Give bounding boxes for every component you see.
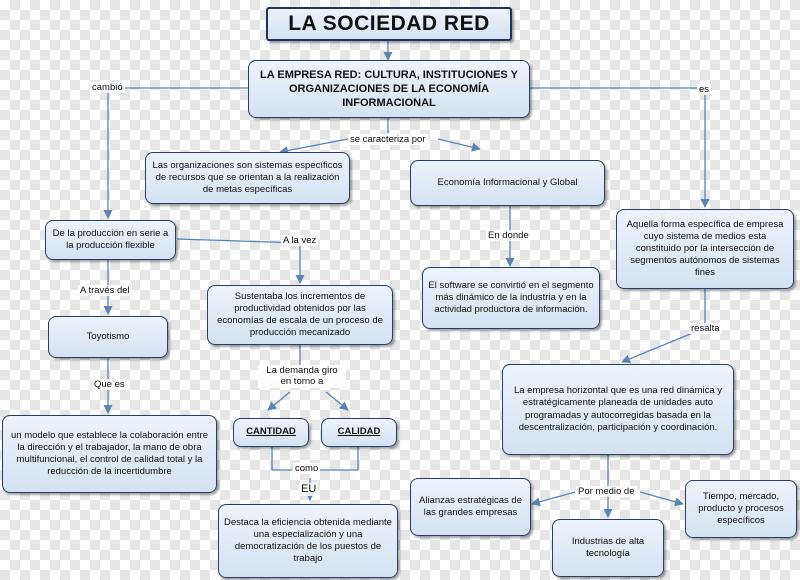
label-eu: EU — [299, 483, 319, 497]
node-industrias: Industrias de alta tecnología — [552, 519, 664, 577]
label-como: como — [293, 463, 321, 475]
label-por-medio: Por medio de — [576, 486, 637, 498]
node-organizaciones: Las organizaciones son sistemas específi… — [145, 152, 350, 204]
connector-demanda-calidad — [325, 391, 349, 411]
label-cambio: cambió — [90, 82, 125, 94]
label-que-es: Que es — [92, 379, 127, 391]
node-empresa-horizontal: La empresa horizontal que es una red din… — [502, 364, 734, 455]
label-a-la-vez: A la vez — [281, 235, 319, 247]
node-produccion-flexible: De la producción en serie a la producció… — [45, 220, 176, 260]
connector-caracteriza-left — [279, 138, 349, 155]
node-main-empresa-red: LA EMPRESA RED: CULTURA, INSTITUCIONES Y… — [248, 60, 530, 118]
node-cantidad: CANTIDAD — [233, 418, 309, 447]
node-calidad: CALIDAD — [321, 418, 397, 447]
node-toyotismo: Toyotismo — [48, 316, 168, 358]
label-se-caracteriza: se caracteriza por — [348, 134, 428, 146]
label-en-donde: En donde — [486, 230, 531, 242]
connector-como — [271, 447, 292, 471]
node-sustentaba: Sustentaba los incrementos de productivi… — [207, 285, 393, 345]
node-software: El software se convirtió en el segmento … — [422, 267, 600, 329]
label-resalta: resalta — [689, 323, 722, 335]
connector-alianzas — [531, 491, 576, 507]
connector-como-right — [310, 447, 359, 471]
label-a-traves: A través del — [78, 285, 132, 297]
node-title: LA SOCIEDAD RED — [266, 7, 512, 41]
connector-tiempo — [639, 491, 684, 507]
node-modelo-colaboracion: un modelo que establece la colaboración … — [2, 415, 217, 493]
connector-demanda-cantidad — [267, 391, 291, 411]
node-tiempo-mercado: Tiempo, mercado, producto y procesos esp… — [685, 480, 797, 538]
node-destaca-eficiencia: Destaca la eficiencia obtenida mediante … — [218, 504, 398, 578]
label-es: es — [697, 84, 712, 96]
node-alianzas: Alianzas estratégicas de las grandes emp… — [410, 478, 531, 536]
connector-caracteriza-right — [437, 138, 481, 152]
node-economia-global: Economía Informacional y Global — [410, 160, 605, 206]
node-forma-especifica: Aquella forma específica de empresa cuyo… — [616, 209, 794, 289]
label-la-demanda: La demanda giro en torno a — [258, 365, 346, 388]
